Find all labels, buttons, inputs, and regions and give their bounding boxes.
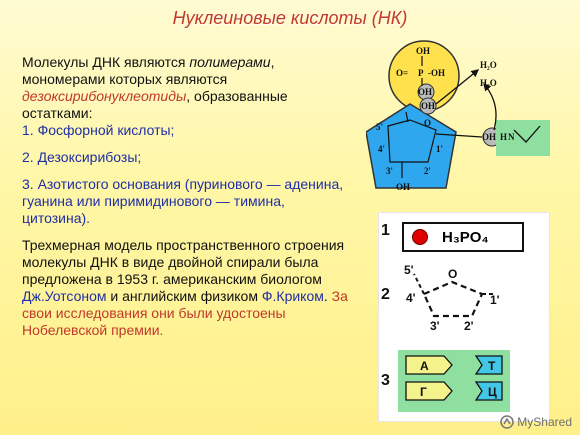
list-item-base: 3. Азотистого основания (пуринового — ад… xyxy=(22,176,344,226)
sugar-label-1: 1' xyxy=(490,293,500,307)
formula-h3po4: H₃PO₄ xyxy=(442,228,489,246)
watermark: MyShared xyxy=(500,415,572,429)
base-t-shape xyxy=(474,355,503,375)
legend-number-3: 3 xyxy=(381,372,390,389)
label-oh-h: OH xyxy=(482,132,496,142)
label-oh-mid: OH xyxy=(418,87,432,97)
history-paragraph: Трехмерная модель пространственного стро… xyxy=(22,237,352,339)
intro-part: , образованные остатками: xyxy=(22,88,288,121)
label-ring-o: O xyxy=(424,118,431,128)
label-oh-low: OH xyxy=(421,101,435,111)
sugar-label-4: 4' xyxy=(406,291,416,305)
sugar-label-5: 5' xyxy=(404,263,414,277)
sugar-label-o: O xyxy=(448,267,457,281)
page-title: Нуклеиновые кислоты (НК) xyxy=(172,8,408,28)
main-text: Молекулы ДНК являются полимерами, мономе… xyxy=(22,54,352,339)
base-label-c: Ц xyxy=(488,385,497,399)
base-g-shape xyxy=(405,381,453,401)
list-item-phosphoric: 1. Фосфорной кислоты; xyxy=(22,122,175,138)
label-water-2: H₂O xyxy=(480,78,497,88)
history-part: и английским физиком xyxy=(106,288,262,304)
base-label-t: Т xyxy=(488,359,496,373)
sugar-pentagon xyxy=(366,103,457,189)
name-crick: Ф.Криком xyxy=(261,288,324,304)
watermark-text: MyShared xyxy=(517,415,572,429)
base-label-g: Г xyxy=(420,385,427,399)
label-o-eq: O= xyxy=(396,68,408,78)
nobel-sentence: За свои исследования они были удостоены … xyxy=(22,288,348,338)
label-p: P xyxy=(418,68,424,78)
legend-number-1: 1 xyxy=(381,222,390,239)
history-part: Трехмерная модель пространственного стро… xyxy=(22,237,345,287)
term-deoxyribonucleotides: дезоксирибонуклеотиды xyxy=(22,88,187,104)
label-c1: 1' xyxy=(436,144,443,154)
label-oh-bottom: OH xyxy=(396,182,410,192)
watermark-logo-icon xyxy=(500,415,515,429)
phosphoric-acid-box: H₃PO₄ xyxy=(402,222,524,252)
label-oh-top: OH xyxy=(416,46,430,56)
label-c3: 3' xyxy=(386,166,393,176)
base-a-shape xyxy=(405,355,453,375)
oh-circle-2 xyxy=(419,97,437,115)
nucleotide-diagram: OH O= P -OH OH OH H₂O H₂O O 5' 4' 3' 2' … xyxy=(366,40,550,192)
red-dot-icon xyxy=(412,229,428,245)
list-item-deoxyribose: 2. Дезоксирибозы; xyxy=(22,149,142,165)
label-c2: 2' xyxy=(424,166,431,176)
intro-part: Молекулы ДНК являются xyxy=(22,54,190,70)
deoxyribose-pentagon: 5' O 4' 1' 3' 2' xyxy=(404,263,500,332)
sugar-label-3: 3' xyxy=(430,319,440,332)
intro-paragraph: Молекулы ДНК являются полимерами, мономе… xyxy=(22,54,352,122)
label-water-1: H₂O xyxy=(480,60,497,70)
label-c5: 5' xyxy=(376,122,383,132)
legend-number-2: 2 xyxy=(381,286,390,303)
base-label-a: А xyxy=(420,359,429,373)
label-oh-right: -OH xyxy=(428,68,445,78)
term-polymers: полимерами xyxy=(189,54,271,70)
intro-part: , мономерами которых являются xyxy=(22,54,275,87)
label-n: N xyxy=(508,132,515,142)
nitrogen-bases-icon: А Г Т Ц xyxy=(398,350,510,412)
base-c-shape xyxy=(474,381,503,401)
sugar-label-2: 2' xyxy=(464,319,474,332)
name-watson: Дж.Уотсоном xyxy=(22,288,107,304)
base-block xyxy=(496,120,550,156)
history-part: . xyxy=(323,288,332,304)
label-c4: 4' xyxy=(378,144,385,154)
label-h: H xyxy=(500,132,507,142)
